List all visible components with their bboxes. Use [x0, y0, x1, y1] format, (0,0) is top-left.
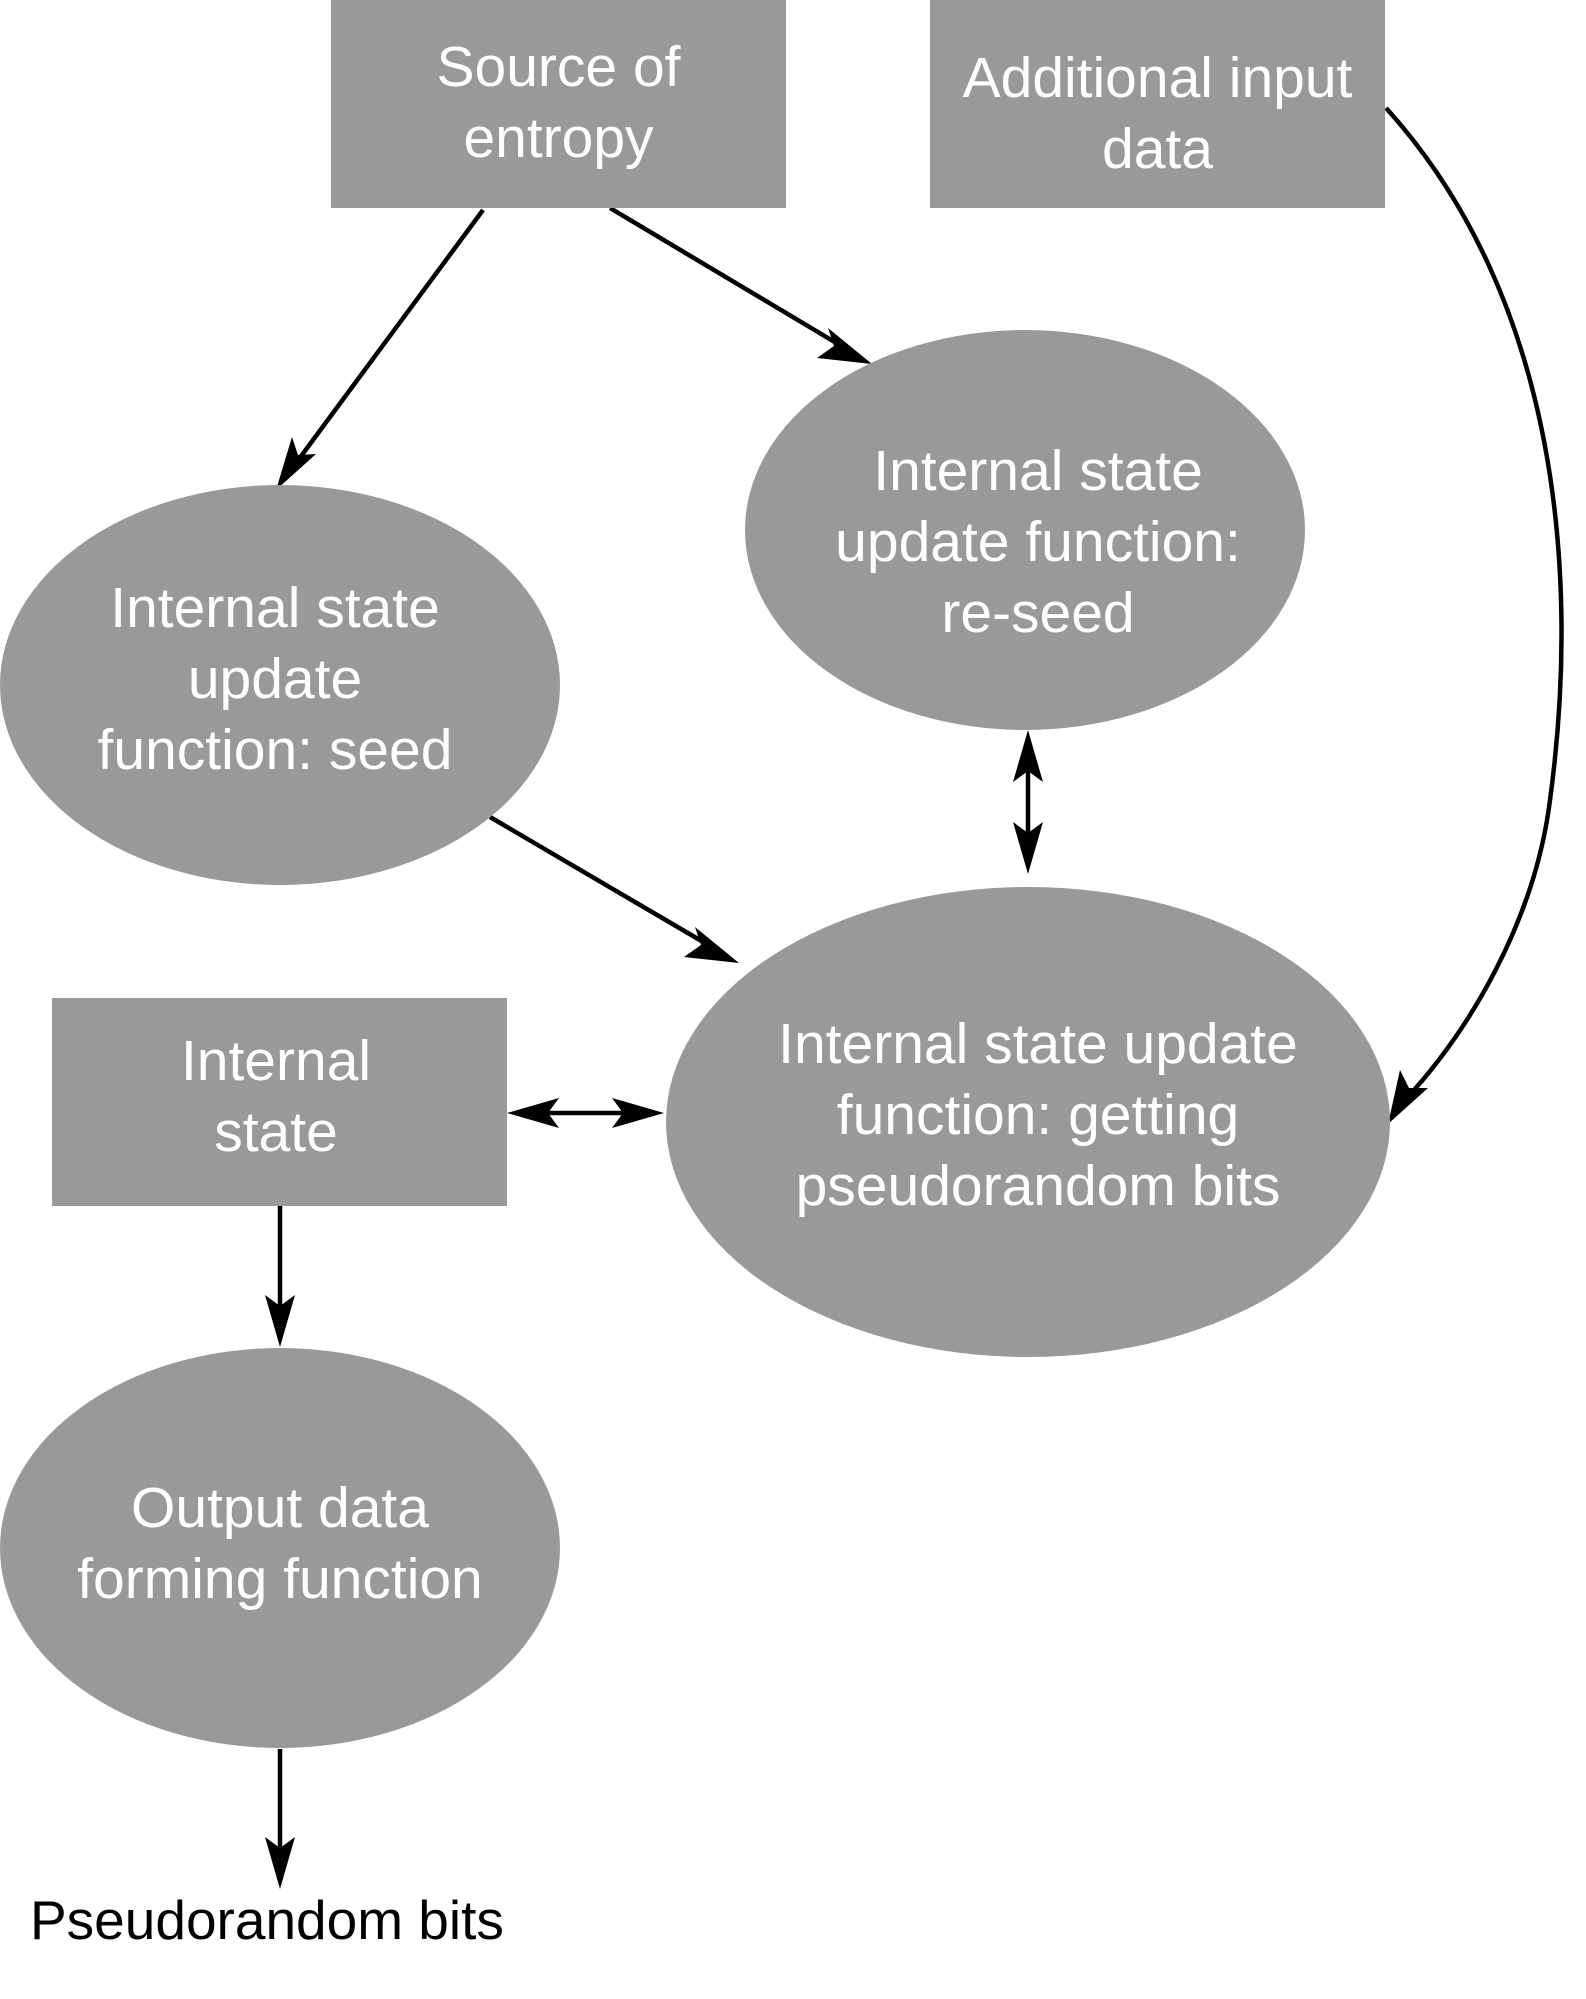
- node-source-of-entropy: Source of entropy: [331, 0, 786, 208]
- node-internal-state-shape: [52, 998, 507, 1206]
- node-additional-input-shape: [930, 0, 1385, 208]
- arrowhead-internal-state-end: [507, 1098, 559, 1128]
- edge-seed-to-getting-bits: [488, 815, 712, 948]
- edge-additional-to-getting-bits: [1384, 106, 1564, 1102]
- node-output-forming-line-1: Output data: [131, 1476, 429, 1540]
- arrowhead-entropy-to-reseed: [817, 328, 872, 364]
- arrowhead-internal-state-to-output: [265, 1295, 295, 1347]
- node-output-forming-shape: [0, 1348, 560, 1748]
- node-additional-input-line-1: Additional input: [963, 46, 1353, 110]
- node-seed-line-3: function: seed: [98, 718, 453, 782]
- arrowhead-getting-bits-end-left: [612, 1098, 664, 1128]
- arrowhead-output-to-bits: [265, 1837, 295, 1889]
- arrowhead-additional-to-getting-bits: [1388, 1070, 1428, 1124]
- node-output-forming-line-2: forming function: [77, 1547, 483, 1611]
- node-reseed: Internal state update function: re-seed: [745, 330, 1305, 730]
- node-internal-state: Internal state: [52, 998, 507, 1206]
- node-seed-line-1: Internal state: [110, 576, 440, 640]
- edges: [265, 106, 1564, 1889]
- node-internal-state-line-1: Internal: [181, 1029, 371, 1093]
- node-reseed-line-3: re-seed: [941, 581, 1134, 645]
- node-source-of-entropy-line-1: Source of: [437, 35, 681, 99]
- node-output-forming: Output data forming function: [0, 1348, 560, 1748]
- arrowhead-seed-to-getting-bits: [684, 927, 739, 963]
- node-additional-input: Additional input data: [930, 0, 1385, 208]
- node-getting-bits-line-3: pseudorandom bits: [796, 1154, 1281, 1218]
- node-seed-shape: [0, 485, 560, 885]
- arrowhead-getting-bits-end-top: [1013, 822, 1043, 874]
- node-getting-bits-shape: [666, 887, 1390, 1357]
- node-seed: Internal state update function: seed: [0, 485, 560, 885]
- node-internal-state-line-2: state: [214, 1100, 338, 1164]
- node-getting-bits: Internal state update function: getting …: [666, 887, 1390, 1357]
- arrowhead-reseed-end: [1013, 730, 1043, 782]
- node-reseed-line-2: update function:: [835, 510, 1241, 574]
- node-seed-line-2: update: [188, 647, 362, 711]
- node-getting-bits-line-2: function: getting: [837, 1083, 1239, 1147]
- node-reseed-shape: [745, 330, 1305, 730]
- node-reseed-line-1: Internal state: [873, 439, 1203, 503]
- edge-entropy-to-reseed: [608, 206, 845, 349]
- node-getting-bits-line-1: Internal state update: [778, 1012, 1298, 1076]
- node-source-of-entropy-line-2: entropy: [463, 106, 654, 170]
- output-label: Pseudorandom bits: [30, 1889, 504, 1951]
- arrowhead-entropy-to-seed: [276, 437, 316, 490]
- node-source-of-entropy-shape: [331, 0, 786, 208]
- node-additional-input-line-2: data: [1102, 117, 1213, 181]
- edge-entropy-to-seed: [294, 208, 485, 465]
